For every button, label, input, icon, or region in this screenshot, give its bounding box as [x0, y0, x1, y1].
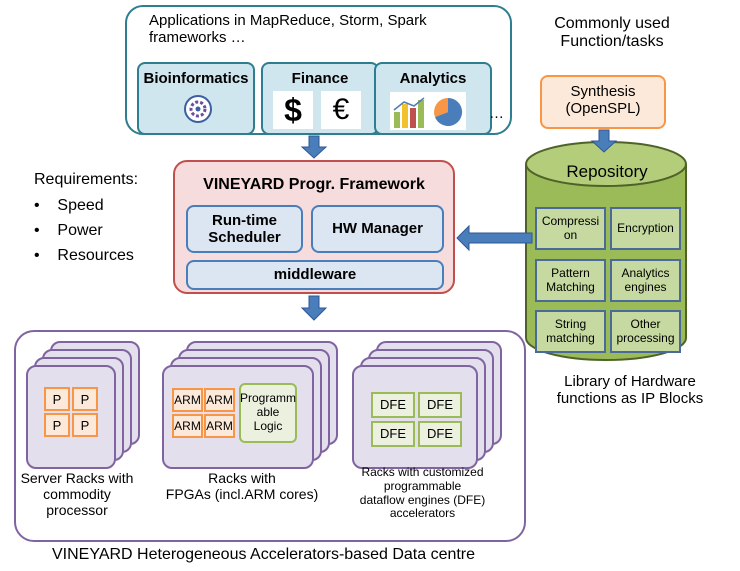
synthesis-box: Synthesis (OpenSPL): [540, 75, 666, 129]
dfe-caption-line3: dataflow engines (DFE): [359, 492, 486, 507]
requirement-power: Power: [57, 222, 103, 239]
fpga-caption-line1: Racks with: [208, 470, 276, 486]
arrow-apps-to-framework: [300, 135, 328, 159]
synthesis-line1: Synthesis: [570, 83, 636, 100]
runtime-line1: Run-time: [212, 211, 277, 229]
fpga-caption-line2: FPGAs (incl.ARM cores): [165, 486, 319, 503]
requirement-speed: Speed: [57, 197, 104, 214]
bioinformatics-label: Bioinformatics: [143, 70, 249, 87]
requirement-item: • Resources: [34, 247, 134, 264]
repo-cell-line: String: [554, 316, 587, 331]
hw-manager-box: HW Manager: [311, 205, 444, 253]
applications-frame: Applications in MapReduce, Storm, Spark …: [125, 5, 512, 135]
analytics-chart-icon: [390, 92, 466, 130]
repo-cell-line: Matching: [546, 279, 595, 294]
dfe-cell: DFE: [418, 421, 462, 447]
processor-cell: P: [72, 413, 98, 437]
requirements-title: Requirements:: [34, 171, 139, 188]
framework-frame: VINEYARD Progr. Framework Run-time Sched…: [173, 160, 455, 294]
server-caption-line2: commodity: [43, 486, 111, 503]
runtime-scheduler-box: Run-time Scheduler: [186, 205, 303, 253]
dfe-rack-caption: Racks with customized programmable dataf…: [340, 465, 505, 521]
arm-core-cell: ARM: [204, 388, 235, 412]
finance-label: Finance: [291, 70, 349, 87]
synthesis-line2: (OpenSPL): [565, 100, 641, 118]
repo-cell-line: Other: [630, 316, 661, 331]
analytics-label: Analytics: [399, 70, 467, 87]
dfe-rack-card: DFE DFE DFE DFE: [352, 365, 478, 469]
processor-cell: P: [44, 413, 70, 437]
arm-core-cell: ARM: [172, 414, 203, 438]
repo-cell-line: processing: [616, 330, 675, 345]
requirement-item: • Speed: [34, 197, 104, 214]
common-functions-line2: Function/tasks: [560, 33, 664, 51]
requirement-resources: Resources: [57, 247, 134, 264]
dfe-caption-line2: programmable: [383, 478, 462, 493]
applications-title: Applications in MapReduce, Storm, Spark …: [127, 12, 510, 47]
requirement-item: • Power: [34, 222, 103, 239]
repo-cell-line: Encryption: [617, 220, 674, 235]
server-rack-caption: Server Racks with commodity processor: [12, 470, 142, 518]
repo-cell-line: Pattern: [551, 265, 590, 280]
repo-cell-encryption: Encryption: [610, 207, 681, 250]
dfe-cell: DFE: [418, 392, 462, 418]
fpga-rack-card: ARM ARM ARM ARM Programm able Logic: [162, 365, 314, 469]
applications-title-line2: frameworks …: [149, 29, 246, 47]
applications-ellipsis: …: [489, 105, 504, 122]
dfe-cell: DFE: [371, 392, 415, 418]
repository-caption-line1: Library of Hardware: [564, 373, 696, 390]
repo-cell-line: Compressi: [541, 213, 600, 228]
fpga-rack-caption: Racks with FPGAs (incl.ARM cores): [152, 470, 332, 502]
common-functions-line1: Commonly used: [554, 15, 670, 32]
repo-cell-line: engines: [624, 279, 667, 294]
processor-cell: P: [44, 387, 70, 411]
logic-line3: Logic: [253, 418, 283, 433]
dfe-caption-line1: Racks with customized: [361, 465, 484, 479]
runtime-line2: Scheduler: [208, 229, 281, 246]
middleware-box: middleware: [186, 260, 444, 290]
repository-title: Repository: [566, 162, 648, 181]
dollar-icon: $: [273, 91, 313, 129]
finance-box: Finance $ €: [261, 62, 379, 135]
processor-cell: P: [72, 387, 98, 411]
dfe-cell: DFE: [371, 421, 415, 447]
datacentre-caption: VINEYARD Heterogeneous Accelerators-base…: [52, 546, 476, 563]
server-caption-line1: Server Racks with: [20, 470, 134, 486]
dna-gear-icon: [184, 95, 212, 123]
logic-line2: able: [256, 405, 280, 420]
repo-cell-line: on: [563, 227, 578, 242]
server-rack-card: P P P P: [26, 365, 116, 469]
bioinformatics-box: Bioinformatics: [137, 62, 255, 135]
repository-caption: Library of Hardware functions as IP Bloc…: [532, 373, 728, 408]
synthesis-label: Synthesis (OpenSPL): [542, 83, 664, 118]
applications-title-line1: Applications in MapReduce, Storm, Spark: [149, 12, 427, 29]
euro-icon: €: [321, 91, 361, 129]
server-caption-line3: processor: [46, 502, 108, 519]
arm-core-cell: ARM: [204, 414, 235, 438]
dfe-caption-line4: accelerators: [389, 506, 456, 521]
repo-cell-line: Analytics: [621, 265, 670, 280]
framework-title: VINEYARD Progr. Framework: [203, 176, 425, 193]
repo-cell-line: matching: [546, 330, 595, 345]
programmable-logic-block: Programm able Logic: [239, 383, 297, 443]
repository-caption-line2: functions as IP Blocks: [556, 390, 704, 408]
logic-line1: Programm: [240, 391, 297, 406]
common-functions-label: Commonly used Function/tasks: [532, 15, 692, 52]
arrow-framework-to-datacentre: [300, 295, 328, 321]
analytics-box: Analytics: [374, 62, 492, 135]
arm-core-cell: ARM: [172, 388, 203, 412]
